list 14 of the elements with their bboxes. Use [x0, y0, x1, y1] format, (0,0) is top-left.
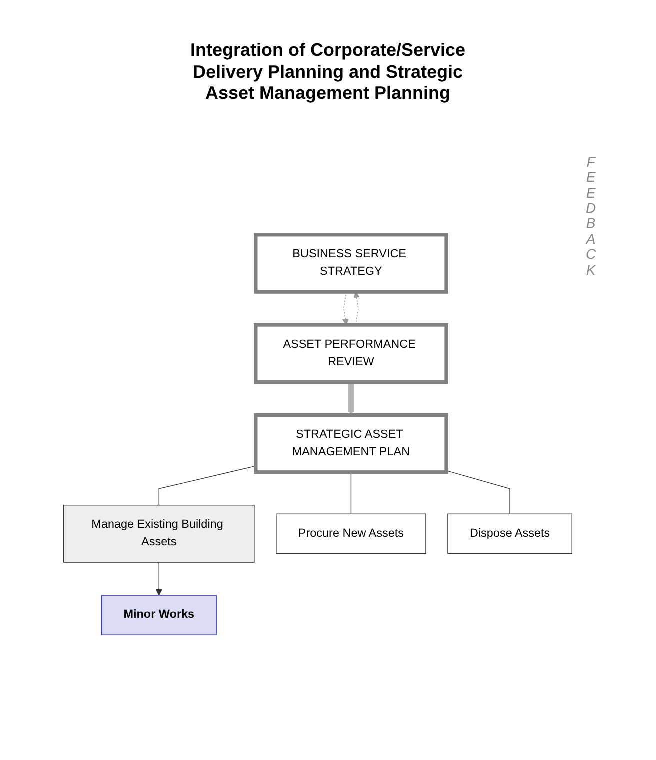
- node-box: STRATEGIC ASSET MANAGEMENT PLAN: [254, 413, 448, 474]
- connector: [446, 470, 510, 514]
- connector: [158, 466, 256, 506]
- node-box: Minor Works: [101, 594, 217, 636]
- node-box: BUSINESS SERVICE STRATEGY: [254, 232, 448, 294]
- arrow: [348, 382, 354, 416]
- arrow: [156, 562, 162, 596]
- diagram-title: Integration of Corporate/Service Delivery Planning and Strategic Asset Management Planning: [189, 40, 467, 105]
- node-box: Dispose Assets: [448, 514, 572, 554]
- node-box: Procure New Assets: [276, 514, 426, 554]
- side-label: FEEDBACK: [584, 154, 598, 278]
- node-box: Manage Existing Building Assets: [64, 504, 255, 563]
- connector: [350, 472, 352, 514]
- node-box: ASSET PERFORMANCE REVIEW: [254, 323, 448, 384]
